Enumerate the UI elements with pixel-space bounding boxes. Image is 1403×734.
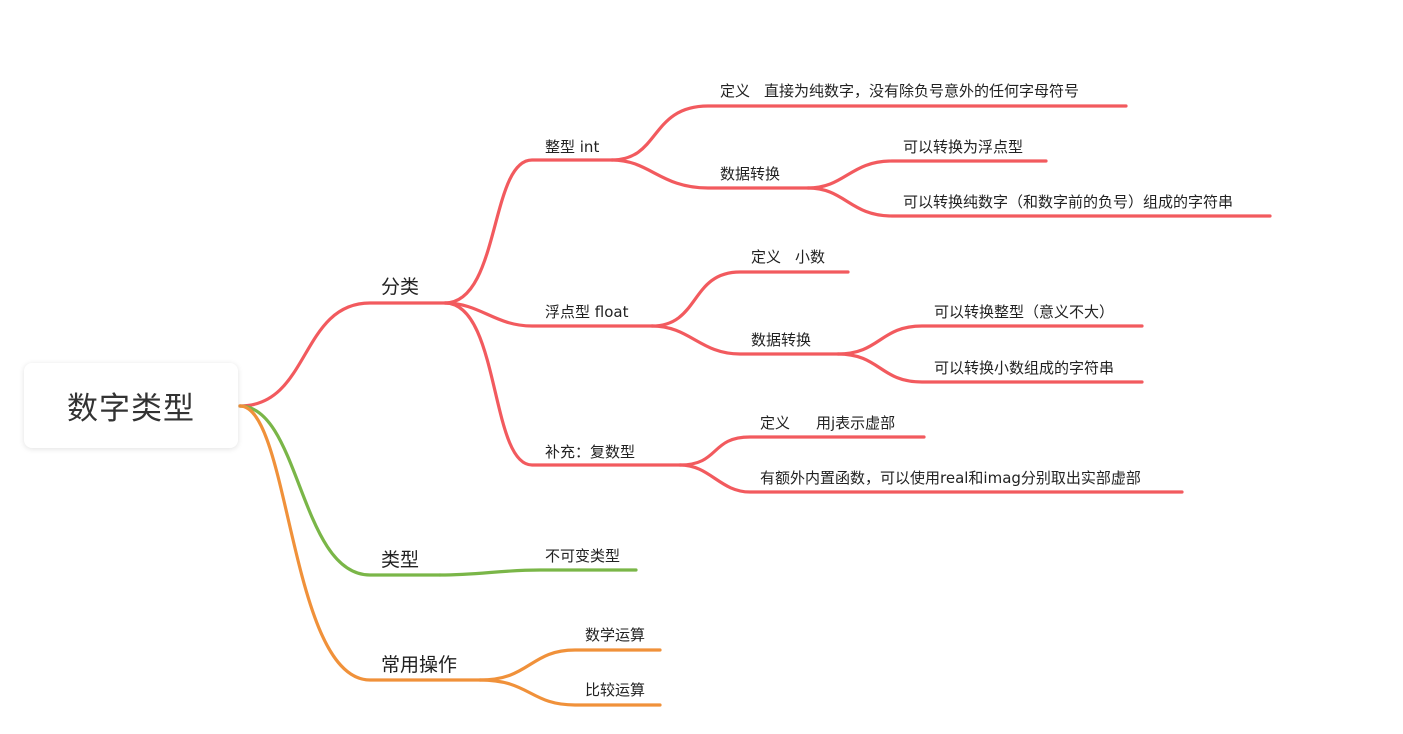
int-def-key: 定义 [720,82,751,100]
connector-float-conv-1 [836,324,1144,356]
node-complex-builtins[interactable]: 有额外内置函数，可以使用real和imag分别取出实部虚部 [760,469,1141,487]
node-int-conversion[interactable]: 数据转换 [720,165,781,183]
node-math-ops[interactable]: 数学运算 [585,626,646,644]
connector-ops-math [478,648,662,682]
connector-ops-compare [478,678,662,707]
connector-root-type [238,404,442,577]
node-compare-ops[interactable]: 比较运算 [585,681,646,699]
float-def-value: 小数 [795,248,826,266]
root-label: 数字类型 [67,391,195,427]
node-classify[interactable]: 分类 [381,276,420,298]
root-node[interactable]: 数字类型 [24,363,238,448]
connector-float-def [650,270,850,328]
classify-branch-lines [238,104,1272,494]
int-def-value: 直接为纯数字，没有除负号意外的任何字母符号 [764,82,1080,100]
node-int[interactable]: 整型 int [545,138,600,156]
node-float-conv-from-string[interactable]: 可以转换小数组成的字符串 [934,359,1115,377]
node-float-conv-to-int[interactable]: 可以转换整型（意义不大） [934,303,1115,321]
connector-type-child [438,568,638,577]
connector-int-conv [610,158,810,190]
float-def-key: 定义 [751,248,782,266]
connector-complex-def [678,435,926,467]
connector-root-ops [238,404,482,682]
type-branch-lines [238,404,638,577]
node-complex[interactable]: 补充：复数型 [545,443,636,461]
node-int-conv-to-float[interactable]: 可以转换为浮点型 [903,138,1024,156]
connector-float-conv-2 [836,352,1144,384]
node-complex-definition[interactable]: 定义 用j表示虚部 [760,412,895,433]
connector-int-conv-2 [806,186,1272,218]
node-float-definition[interactable]: 定义小数 [751,246,825,267]
complex-def-key: 定义 [760,414,791,432]
ops-branch-lines [238,404,662,707]
node-float[interactable]: 浮点型 float [545,303,629,321]
connector-complex-note [678,463,1184,494]
node-int-definition[interactable]: 定义直接为纯数字，没有除负号意外的任何字母符号 [720,80,1079,101]
connector-root-classify [238,301,447,408]
connector-classify-int [443,158,614,305]
node-common-ops[interactable]: 常用操作 [381,654,458,676]
connector-classify-complex [443,301,682,467]
node-type[interactable]: 类型 [381,549,420,571]
connector-float-conv [650,324,840,356]
connector-int-conv-1 [806,159,1048,190]
complex-def-value: 用j表示虚部 [816,414,896,432]
connector-int-def [610,104,1128,162]
node-float-conversion[interactable]: 数据转换 [751,331,812,349]
node-immutable[interactable]: 不可变类型 [545,547,621,565]
node-int-conv-from-string[interactable]: 可以转换纯数字（和数字前的负号）组成的字符串 [903,193,1234,211]
